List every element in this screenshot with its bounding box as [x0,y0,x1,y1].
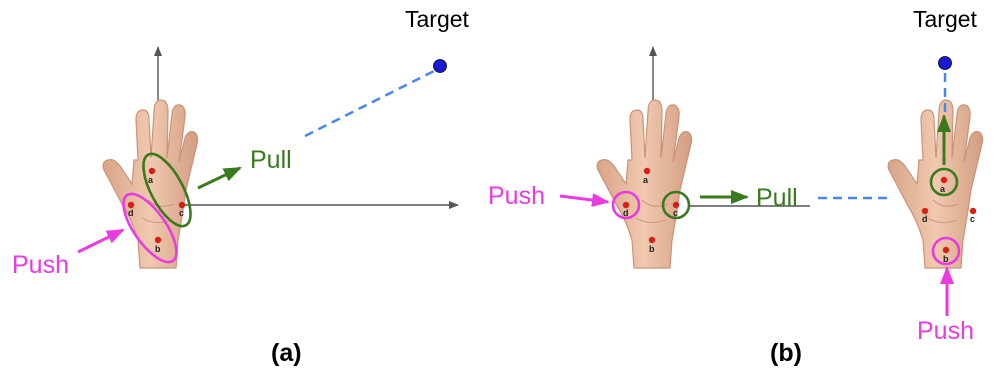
panel-b-push-circle-bottom [931,236,961,266]
panel-a-target-dashed-line [304,68,437,138]
panel-b-right-point-c: c [970,214,975,224]
panel-b-right-point-b: b [943,254,949,264]
panel-a-marker-d [127,201,135,209]
panel-a-point-d: d [128,208,134,218]
panel-a-target-dot [433,59,447,73]
panel-b-push-circle-left [611,190,641,220]
panel-b-caption: (b) [770,339,802,367]
panel-b-push-arrow-left [559,193,610,207]
panel-b-right-marker-a [940,176,948,184]
panel-b-right-point-a: a [940,184,946,194]
panel-a-push-arrow [77,228,125,254]
panel-a-point-a: a [148,175,154,185]
panel-b: a b c d Push Pull a b c d Targ [488,6,984,367]
panel-a-pull-label: Pull [250,146,292,174]
panel-b-right-marker-d [921,207,929,215]
panel-a-point-c: c [179,208,184,218]
panel-b-target-dot [938,56,952,70]
panel-a-marker-c [178,201,186,209]
panel-a-point-b: b [155,244,161,254]
panel-b-left-point-d: d [623,208,629,218]
panel-b-pull-circle-right [929,167,959,197]
panel-a-marker-b [154,236,162,244]
panel-a-target-label: Target [405,6,470,32]
panel-b-target-label: Target [913,6,978,32]
panel-a: a b c d Pull Target Push (a) [12,6,470,367]
panel-b-pull-circle [661,190,691,220]
panel-b-left-marker-d [622,201,630,209]
panel-b-right-marker-c [969,207,977,215]
panel-a-push-label: Push [12,251,69,279]
panel-b-right-marker-b [942,246,950,254]
panel-a-marker-a [148,167,156,175]
panel-b-left-marker-c [672,201,680,209]
panel-a-pull-ellipse [142,152,192,228]
panel-a-push-ellipse [122,192,178,264]
panel-b-left-marker-a [643,167,651,175]
panel-a-caption: (a) [271,339,302,367]
panel-b-left-marker-b [648,236,656,244]
panel-b-push-label-left: Push [488,182,545,210]
panel-b-left-point-c: c [673,208,678,218]
panel-b-push-label-bottom: Push [917,317,974,345]
panel-a-pull-arrow [197,166,242,190]
panel-b-left-point-b: b [649,244,655,254]
panel-b-right-point-d: d [922,214,928,224]
panel-b-left-point-a: a [643,175,649,185]
panel-b-pull-label: Pull [756,184,798,212]
